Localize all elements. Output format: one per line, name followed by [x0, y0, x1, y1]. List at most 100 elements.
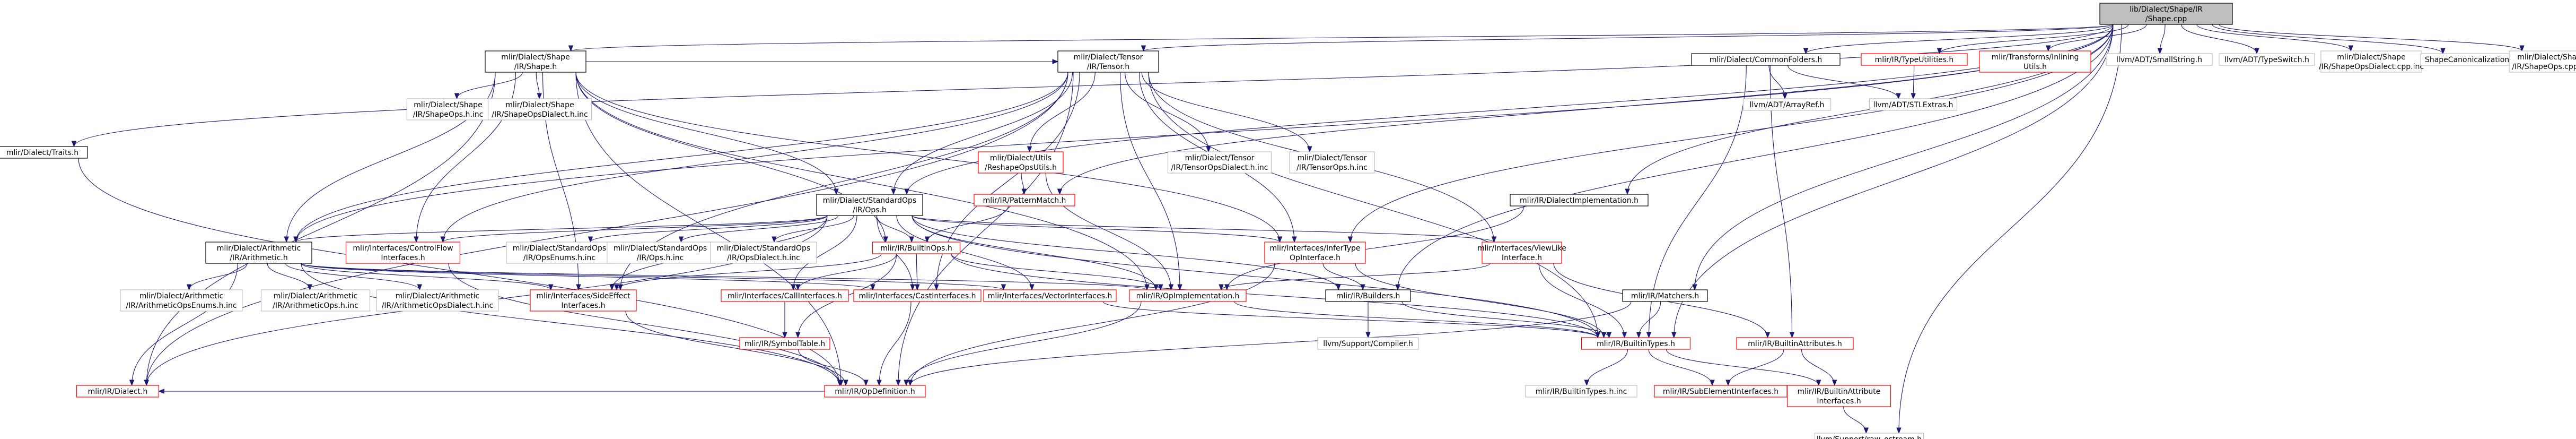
node-label: /IR/ArithmeticOpsDialect.h.inc — [382, 302, 494, 310]
node-builtintypes[interactable]: mlir/IR/BuiltinTypes.h — [1581, 337, 1691, 350]
node-commonfolders[interactable]: mlir/Dialect/CommonFolders.h — [1691, 53, 1841, 66]
node-box — [1482, 242, 1562, 264]
node-box — [2099, 3, 2233, 25]
node-label: /IR/TensorOpsDialect.h.inc — [1171, 163, 1268, 172]
node-compiler[interactable]: llvm/Support/Compiler.h — [1317, 337, 1419, 350]
node-traits[interactable]: mlir/Dialect/Traits.h — [0, 146, 88, 159]
node-shapeopscpp[interactable]: mlir/Dialect/Shape/IR/ShapeOps.cpp.inc — [2509, 50, 2576, 73]
node-stdops[interactable]: mlir/Dialect/StandardOps/IR/Ops.h — [816, 194, 923, 216]
node-opdefinition[interactable]: mlir/IR/OpDefinition.h — [824, 385, 926, 398]
node-label: /IR/Tensor.h — [1087, 63, 1130, 71]
node-label: mlir/Dialect/Arithmetic — [396, 292, 479, 300]
node-label: /IR/Ops.h — [853, 206, 887, 214]
node-label: mlir/IR/TypeUtilities.h — [1875, 56, 1954, 64]
edge-commonfolders-to-builtintypes — [1649, 65, 1747, 338]
node-box — [2219, 53, 2315, 66]
edge-stdops-to-callinterfaces — [793, 215, 857, 290]
edge-matchers-to-builtintypes — [1639, 301, 1661, 338]
edge-opimpl-to-builtintypes — [1234, 301, 1598, 338]
edge-tensor-to-builtintypes — [1148, 72, 1598, 338]
node-arithenums[interactable]: mlir/Dialect/Arithmetic/IR/ArithmeticOps… — [120, 289, 243, 312]
node-shapecanon[interactable]: ShapeCanonicalization.inc — [2420, 53, 2527, 66]
node-tensor[interactable]: mlir/Dialect/Tensor/IR/Tensor.h — [1057, 50, 1159, 73]
edge-vectorinterfaces-to-builtintypes — [1102, 301, 1598, 338]
edge-viewlike-to-opimpl — [1221, 263, 1491, 290]
node-tensoropsdialect[interactable]: mlir/Dialect/Tensor/IR/TensorOpsDialect.… — [1167, 151, 1272, 174]
node-label: OpInterface.h — [1290, 254, 1340, 262]
node-shapeopsh[interactable]: mlir/Dialect/Shape/IR/ShapeOps.h.inc — [406, 98, 490, 120]
node-label: mlir/Interfaces/InferType — [1269, 244, 1360, 253]
node-matchers[interactable]: mlir/IR/Matchers.h — [1622, 289, 1708, 302]
node-shapeopsdialecth[interactable]: mlir/Dialect/Shape/IR/ShapeOpsDialect.h.… — [487, 98, 592, 120]
node-stdopsdialect[interactable]: mlir/Dialect/StandardOps/IR/OpsDialect.h… — [710, 242, 817, 264]
node-tensorops[interactable]: mlir/Dialect/Tensor/IR/TensorOps.h.inc — [1289, 151, 1375, 174]
node-label: mlir/IR/Matchers.h — [1631, 292, 1699, 300]
node-label: mlir/Dialect/Shape — [505, 101, 574, 109]
node-castinterfaces[interactable]: mlir/Interfaces/CastInterfaces.h — [853, 289, 982, 302]
node-subelement[interactable]: mlir/IR/SubElementInterfaces.h — [1654, 385, 1788, 398]
node-label: /IR/OpsDialect.h.inc — [727, 254, 800, 262]
node-shapeopsdialectcpp[interactable]: mlir/Dialect/Shape/IR/ShapeOpsDialect.cp… — [2319, 50, 2424, 73]
node-arrayref[interactable]: llvm/ADT/ArrayRef.h — [1742, 98, 1832, 111]
node-box — [710, 242, 817, 264]
edge-infertype-to-builders — [1322, 263, 1363, 290]
edge-tensor-to-reshapeops — [1030, 72, 1096, 152]
edge-infertype-to-builtintypes — [1355, 263, 1604, 338]
node-box — [120, 289, 243, 312]
node-vectorinterfaces[interactable]: mlir/Interfaces/VectorInterfaces.h — [983, 289, 1117, 302]
edge-reshapeops-to-patternmatch — [1021, 173, 1024, 194]
node-dialect[interactable]: mlir/IR/Dialect.h — [76, 385, 160, 398]
node-rawostream[interactable]: llvm/Support/raw_ostream.h — [1814, 433, 1924, 439]
node-builders[interactable]: mlir/IR/Builders.h — [1325, 289, 1411, 302]
node-stlextras[interactable]: llvm/ADT/STLExtras.h — [1869, 98, 1958, 111]
node-box — [978, 151, 1064, 174]
node-dialectimpl[interactable]: mlir/IR/DialectImplementation.h — [1510, 194, 1649, 206]
node-box — [1289, 151, 1375, 174]
node-label: mlir/Dialect/StandardOps — [513, 244, 606, 253]
node-callinterfaces[interactable]: mlir/Interfaces/CallInterfaces.h — [721, 289, 849, 302]
node-label: mlir/Dialect/Shape — [414, 101, 482, 109]
node-reshapeops[interactable]: mlir/Dialect/Utils/ReshapeOpsUtils.h — [978, 151, 1064, 174]
node-label: /IR/OpsEnums.h.inc — [523, 254, 595, 262]
node-typeswitch[interactable]: llvm/ADT/TypeSwitch.h — [2219, 53, 2315, 66]
node-label: mlir/Dialect/Shape — [501, 53, 569, 62]
node-stdopsinc[interactable]: mlir/Dialect/StandardOps/IR/Ops.h.inc — [607, 242, 714, 264]
node-typeutil[interactable]: mlir/IR/TypeUtilities.h — [1861, 53, 1968, 66]
node-root[interactable]: lib/Dialect/Shape/IR/Shape.cpp — [2099, 3, 2233, 25]
node-symboltable[interactable]: mlir/IR/SymbolTable.h — [739, 337, 830, 350]
node-box — [1691, 53, 1841, 66]
node-patternmatch[interactable]: mlir/IR/PatternMatch.h — [974, 194, 1075, 206]
edge-stdops-to-infertype — [912, 215, 1280, 242]
node-label: mlir/IR/BuiltinTypes.h — [1597, 340, 1675, 348]
edge-shape_h-to-stdops — [575, 72, 836, 194]
node-box — [2106, 53, 2213, 66]
node-label: mlir/IR/DialectImplementation.h — [1520, 196, 1639, 205]
node-arithdialect[interactable]: mlir/Dialect/Arithmetic/IR/ArithmeticOps… — [376, 289, 499, 312]
node-box — [487, 98, 592, 120]
node-box — [260, 289, 371, 312]
node-opimpl[interactable]: mlir/IR/OpImplementation.h — [1129, 289, 1247, 302]
node-label: mlir/Dialect/Arithmetic — [274, 292, 357, 300]
node-box — [2320, 50, 2422, 73]
node-smallstring[interactable]: llvm/ADT/SmallString.h — [2106, 53, 2213, 66]
node-builtinattrs[interactable]: mlir/IR/BuiltinAttributes.h — [1736, 337, 1854, 350]
node-stdopsenums[interactable]: mlir/Dialect/StandardOps/IR/OpsEnums.h.i… — [506, 242, 613, 264]
edge-stdops-to-stdopsinc — [681, 215, 839, 242]
node-arithops[interactable]: mlir/Dialect/Arithmetic/IR/ArithmeticOps… — [260, 289, 371, 312]
node-box — [530, 289, 637, 312]
node-label: /IR/ArithmeticOpsEnums.h.inc — [126, 302, 236, 310]
node-arith[interactable]: mlir/Dialect/Arithmetic/IR/Arithmetic.h — [205, 242, 312, 264]
node-builtintypesinc[interactable]: mlir/IR/BuiltinTypes.h.inc — [1525, 385, 1637, 398]
edge-builtintypes-to-builtintypesinc — [1587, 349, 1628, 385]
edge-stdops-to-stdopsdialect — [774, 215, 854, 242]
edge-arith-to-sideeffect — [301, 263, 551, 290]
node-shape_h[interactable]: mlir/Dialect/Shape/IR/Shape.h — [485, 50, 586, 73]
node-builtinops[interactable]: mlir/IR/BuiltinOps.h — [872, 242, 961, 254]
